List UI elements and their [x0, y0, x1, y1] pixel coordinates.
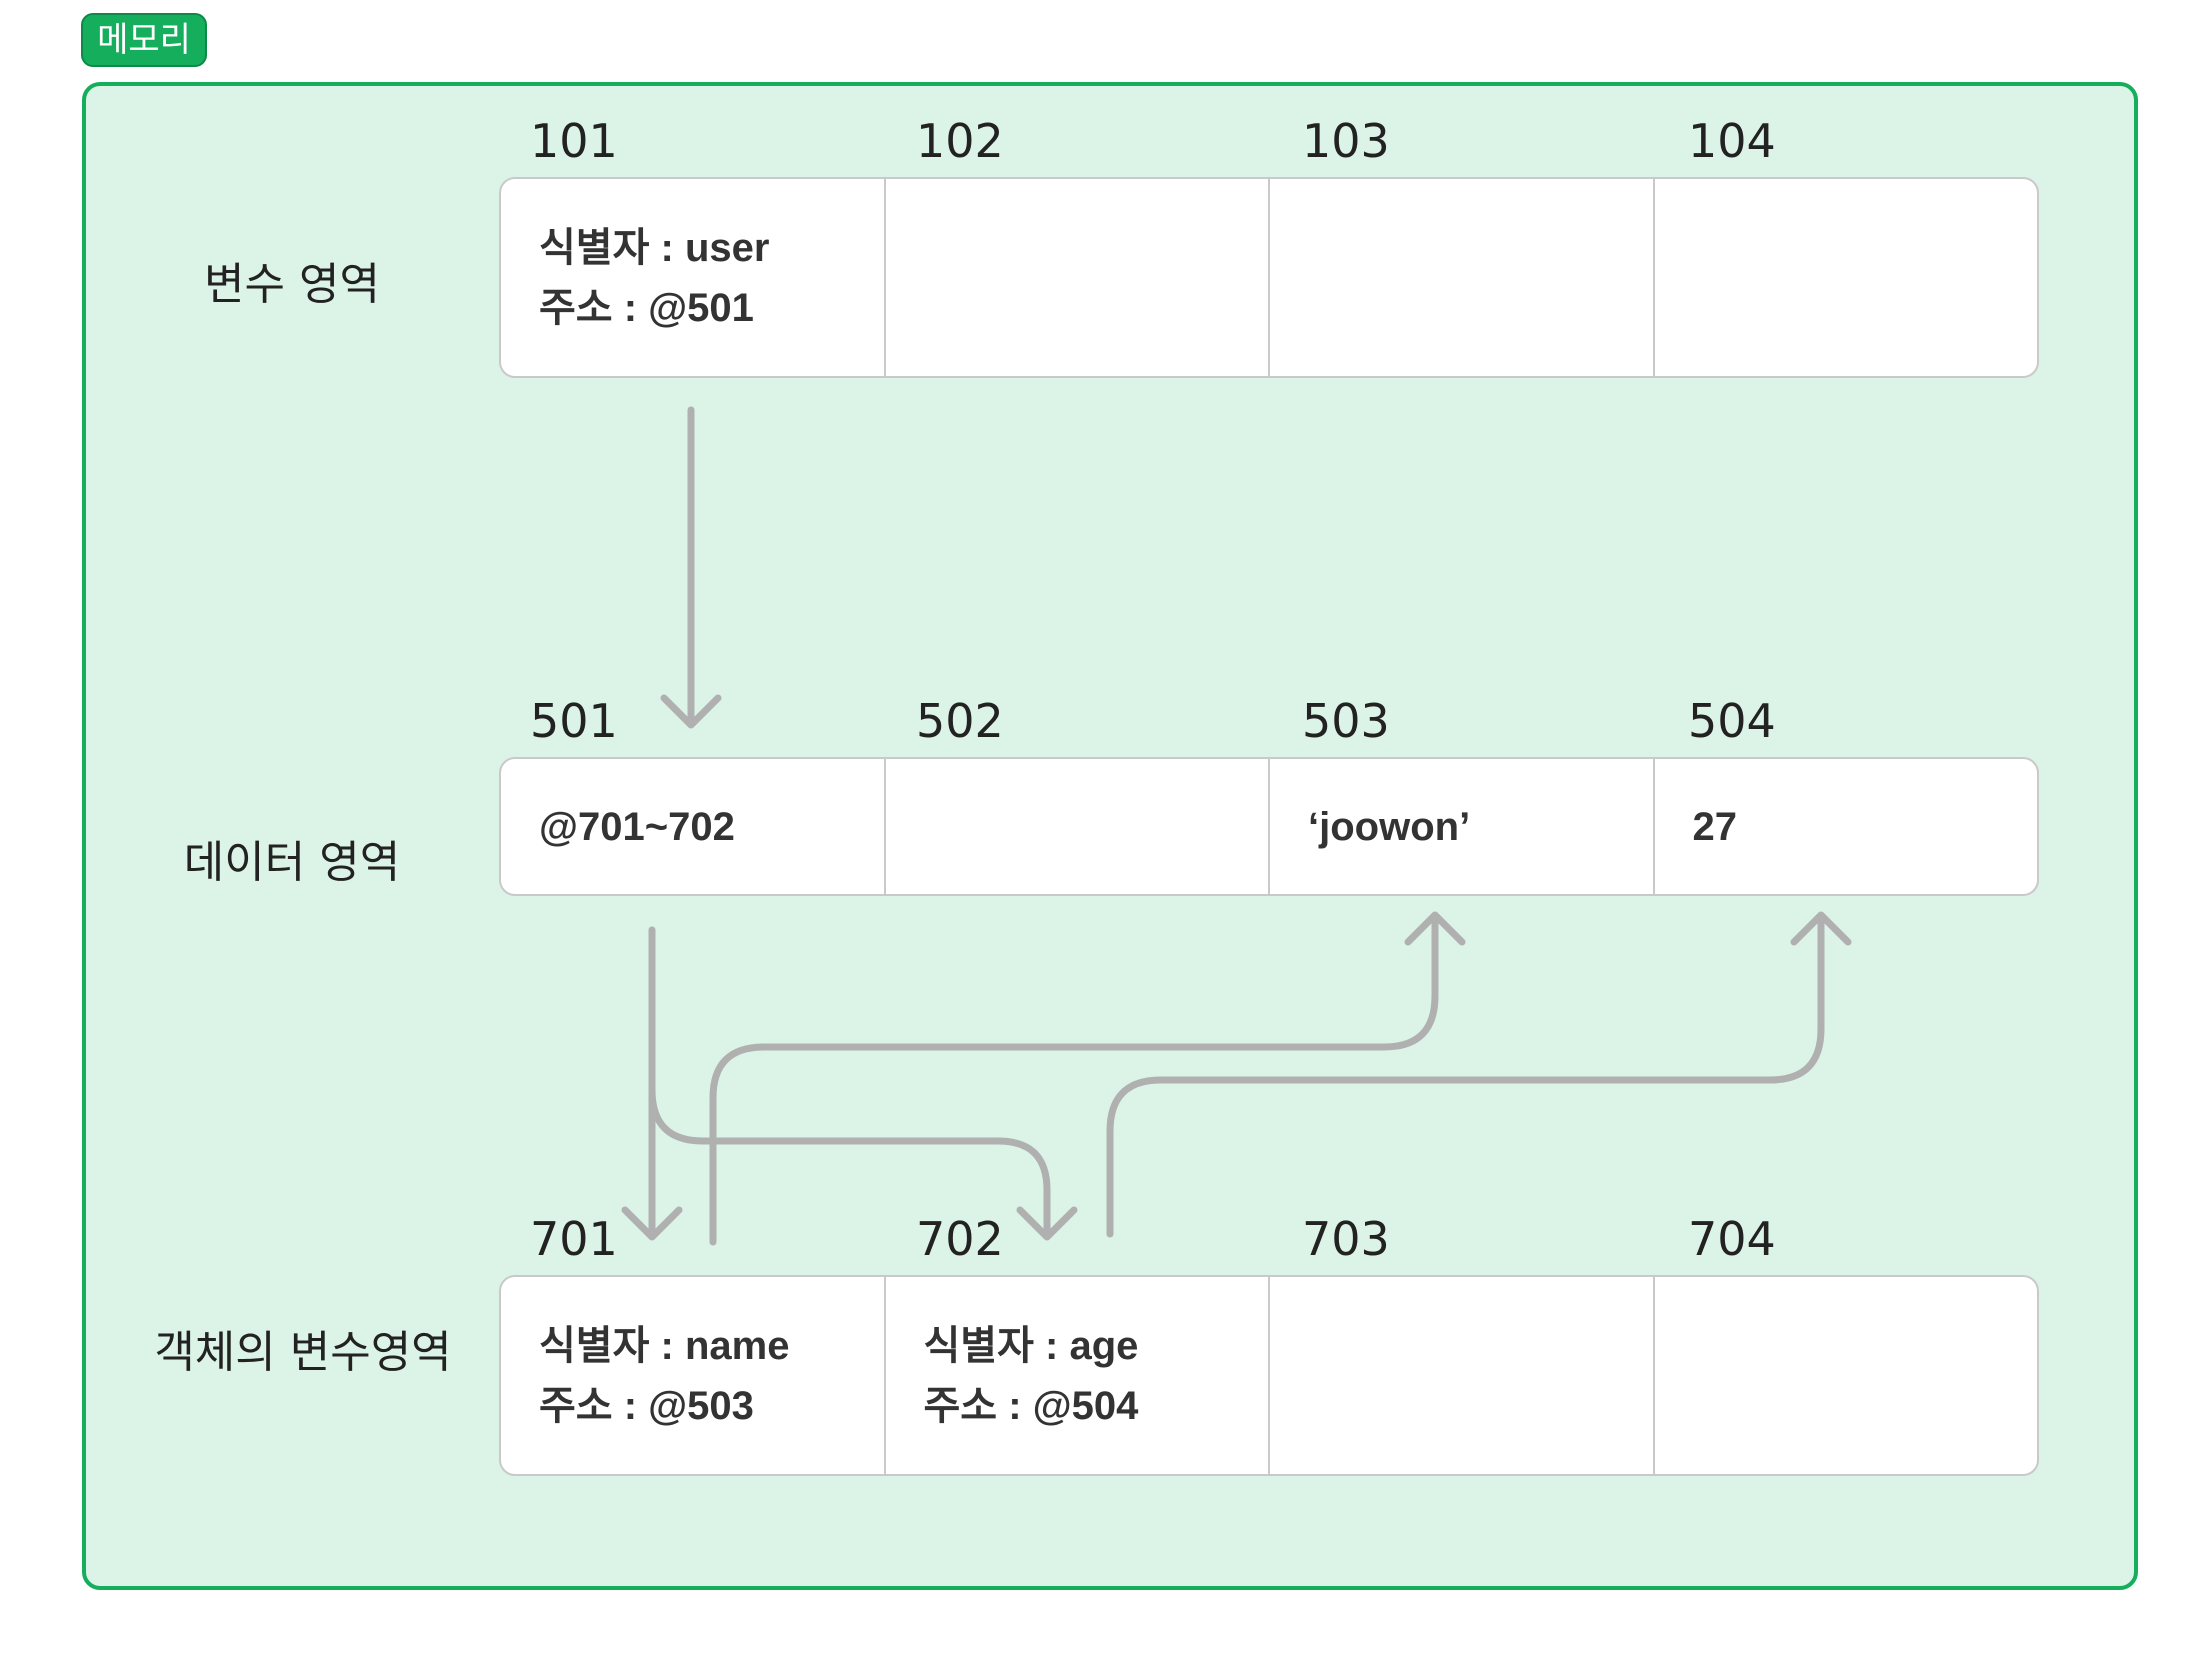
memory-cell-503: ‘joowon’	[1270, 759, 1655, 894]
cell-line: @701~702	[539, 804, 735, 849]
row-label-variable-area: 변수 영역	[204, 259, 380, 310]
cell-line: 식별자 : name	[539, 1323, 790, 1368]
memory-row-object-variable-area: 식별자 : name 주소 : @503 식별자 : age 주소 : @504	[499, 1275, 2039, 1476]
memory-cell-101: 식별자 : user 주소 : @501	[501, 179, 886, 376]
address-label: 504	[1688, 694, 1776, 748]
address-label: 703	[1302, 1212, 1390, 1266]
address-label: 704	[1688, 1212, 1776, 1266]
arrow-702-to-504	[1106, 914, 1825, 1238]
memory-cell-701: 식별자 : name 주소 : @503	[501, 1277, 886, 1474]
address-label: 102	[916, 114, 1004, 168]
memory-badge: 메모리	[81, 13, 207, 67]
row-label-object-variable-area: 객체의 변수영역	[154, 1327, 452, 1378]
arrow-501-to-702	[648, 1086, 1051, 1238]
address-label: 701	[530, 1212, 618, 1266]
address-label: 104	[1688, 114, 1776, 168]
cell-line: 주소 : @503	[539, 1383, 754, 1428]
memory-cell-102	[886, 179, 1270, 376]
cell-line: 주소 : @501	[539, 285, 754, 330]
arrow-head	[621, 1206, 683, 1241]
memory-cell-702: 식별자 : age 주소 : @504	[886, 1277, 1270, 1474]
cell-line: 27	[1692, 804, 1738, 849]
memory-cell-504: 27	[1655, 759, 2038, 894]
address-label: 501	[530, 694, 618, 748]
arrow-head	[1790, 911, 1852, 946]
memory-row-variable-area: 식별자 : user 주소 : @501	[499, 177, 2039, 378]
cell-line: ‘joowon’	[1308, 804, 1471, 849]
arrow-701-to-503	[709, 914, 1439, 1246]
address-label: 103	[1302, 114, 1390, 168]
address-label: 101	[530, 114, 618, 168]
address-label: 502	[916, 694, 1004, 748]
memory-cell-502	[886, 759, 1270, 894]
memory-cell-703	[1270, 1277, 1655, 1474]
row-label-data-area: 데이터 영역	[183, 837, 401, 888]
memory-cell-103	[1270, 179, 1655, 376]
memory-cell-501: @701~702	[501, 759, 886, 894]
arrow-head	[660, 694, 722, 729]
arrow-head	[1404, 911, 1466, 946]
address-label: 503	[1302, 694, 1390, 748]
address-label: 702	[916, 1212, 1004, 1266]
arrow-head	[1016, 1206, 1078, 1241]
cell-line: 식별자 : age	[923, 1323, 1139, 1368]
cell-line: 식별자 : user	[539, 225, 770, 270]
memory-row-data-area: @701~702 ‘joowon’ 27	[499, 757, 2039, 896]
cell-line: 주소 : @504	[923, 1383, 1139, 1428]
